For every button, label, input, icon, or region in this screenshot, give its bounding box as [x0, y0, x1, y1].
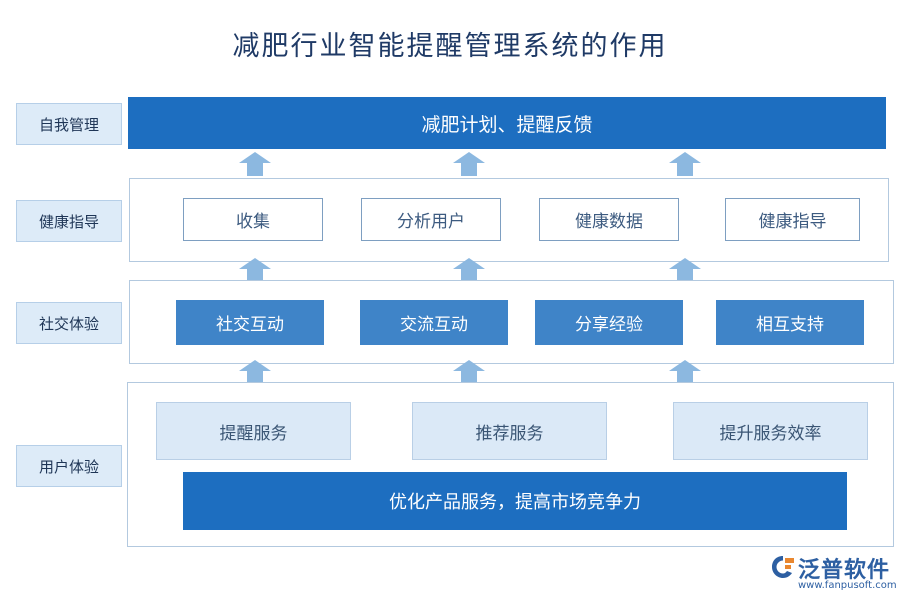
page-title: 减肥行业智能提醒管理系统的作用: [232, 31, 668, 62]
social-item-interaction: 社交互动: [176, 300, 324, 345]
health-item-collect: 收集: [183, 198, 323, 241]
social-item-exchange: 交流互动: [360, 300, 508, 345]
up-arrow-icon: [239, 152, 271, 176]
user-item-recommend-service: 推荐服务: [412, 402, 607, 460]
layer-label-self-management: 自我管理: [16, 103, 122, 145]
layer-label-social-experience: 社交体验: [16, 302, 122, 344]
user-item-reminder-service: 提醒服务: [156, 402, 351, 460]
social-item-share-experience: 分享经验: [535, 300, 683, 345]
layer-label-health-guidance: 健康指导: [16, 200, 122, 242]
up-arrow-icon: [453, 258, 485, 282]
up-arrow-icon: [669, 258, 701, 282]
user-item-improve-efficiency: 提升服务效率: [673, 402, 868, 460]
user-experience-main-box: 优化产品服务，提高市场竞争力: [183, 472, 847, 530]
up-arrow-icon: [453, 152, 485, 176]
up-arrow-icon: [669, 152, 701, 176]
self-management-main-box: 减肥计划、提醒反馈: [128, 97, 886, 149]
brand-url: www.fanpusoft.com: [798, 580, 897, 591]
up-arrow-icon: [669, 360, 701, 384]
brand-logo: 泛普软件 www.fanpusoft.com: [768, 552, 897, 596]
health-item-health-guidance: 健康指导: [725, 198, 860, 241]
health-item-analyze-user: 分析用户: [361, 198, 501, 241]
up-arrow-icon: [239, 360, 271, 384]
social-item-mutual-support: 相互支持: [716, 300, 864, 345]
up-arrow-icon: [239, 258, 271, 282]
layer-label-user-experience: 用户体验: [16, 445, 122, 487]
brand-name: 泛普软件: [798, 558, 891, 583]
up-arrow-icon: [453, 360, 485, 384]
health-item-health-data: 健康数据: [539, 198, 679, 241]
brand-logo-icon: [772, 556, 794, 578]
